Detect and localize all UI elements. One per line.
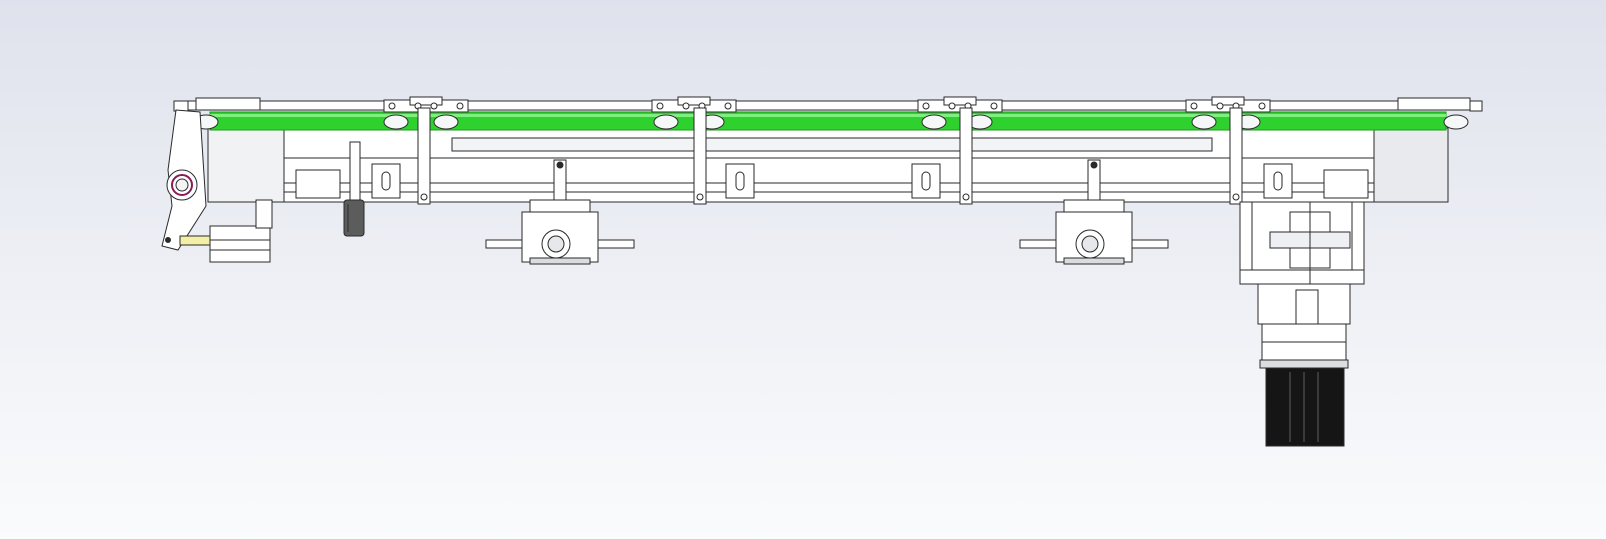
right-end-plate [1323, 169, 1369, 199]
left-rail-end [173, 100, 189, 112]
idler-roller-icon [921, 114, 947, 130]
post-bolt-icon [696, 193, 704, 201]
post-bolt-icon [962, 193, 970, 201]
knob-body [343, 199, 365, 237]
idler-roller-icon [383, 114, 409, 130]
clamp-bolt-icon [430, 102, 438, 110]
valve-fitting-left [1019, 239, 1057, 249]
indicator-ring-icon [171, 174, 193, 196]
servo-motor-icon [1259, 359, 1349, 447]
pivot-bolt-icon [165, 237, 171, 243]
clamp-bolt-icon [1258, 102, 1266, 110]
gearbox-lower [1261, 323, 1347, 363]
clamp-bolt-icon [990, 102, 998, 110]
sensor-mount [255, 199, 273, 229]
indicator-core-icon [175, 178, 189, 192]
clamp-bolt-icon [656, 102, 664, 110]
mounting-bracket [725, 163, 755, 199]
beam-slot [451, 137, 1213, 152]
post-body [417, 107, 431, 205]
post-body [693, 107, 707, 205]
gearbox-neck [1295, 289, 1319, 325]
belt-guide-clamp-icon [1185, 96, 1271, 113]
sensor-body [209, 225, 271, 263]
belt-tensioner [161, 109, 207, 251]
mounting-bracket [911, 163, 941, 199]
clamp-bolt-icon [1190, 102, 1198, 110]
adjustment-knob-icon [343, 141, 365, 237]
mounting-brackets [371, 163, 1293, 199]
left-end-plate [295, 169, 341, 199]
clamp-block [409, 96, 443, 106]
clamp-bolt-icon [682, 102, 690, 110]
right-end-block [1373, 127, 1449, 203]
bracket-slot [1273, 171, 1283, 191]
right-rail-cap [1397, 97, 1471, 111]
valve-port-core-icon [547, 235, 565, 253]
valve-base [1063, 257, 1125, 265]
support-post [417, 107, 431, 205]
bracket-slot [381, 171, 391, 191]
belt-highlight [210, 114, 1446, 117]
valve-fitting-left [485, 239, 523, 249]
valve-top-plate [529, 199, 591, 213]
valve-base [529, 257, 591, 265]
mounting-bracket [371, 163, 401, 199]
support-post [693, 107, 707, 205]
idler-roller-icon [1443, 114, 1469, 130]
belt-guide-clamp-icon [651, 96, 737, 113]
mounting-bracket [1263, 163, 1293, 199]
clamp-bolt-icon [948, 102, 956, 110]
drive-unit [1239, 201, 1365, 447]
left-end-block [207, 127, 285, 203]
valve-fitting-right [1131, 239, 1169, 249]
belt-guide-clamp-icon [917, 96, 1003, 113]
valve-top-plate [1063, 199, 1125, 213]
pneumatic-valve-block-icon [1019, 159, 1169, 265]
post-body [1229, 107, 1243, 205]
left-rail-cap [195, 97, 261, 111]
pneumatic-valve-blocks [485, 159, 1169, 265]
shaft-coupling-icon [1269, 202, 1351, 284]
post-body [959, 107, 973, 205]
valve-fitting-right [597, 239, 635, 249]
sensor-tip [179, 235, 211, 246]
knob-stem [349, 141, 361, 201]
hanger-bolt-icon [556, 161, 564, 169]
proximity-sensor-icon [179, 199, 273, 263]
pneumatic-valve-block-icon [485, 159, 635, 265]
bracket-slot [735, 171, 745, 191]
hanger-bolt-icon [1090, 161, 1098, 169]
idler-roller-icon [653, 114, 679, 130]
drive-base-plate [1239, 269, 1365, 285]
clamp-block [1211, 96, 1245, 106]
support-post [1229, 107, 1243, 205]
clamp-block [943, 96, 977, 106]
motor-flange [1259, 359, 1349, 369]
valve-port-core-icon [1081, 235, 1099, 253]
clamp-bolt-icon [1216, 102, 1224, 110]
bracket-plate [1263, 163, 1293, 199]
idler-rollers [193, 114, 1469, 130]
post-bolt-icon [420, 193, 428, 201]
right-rail-end [1469, 100, 1483, 112]
support-posts [417, 107, 1243, 205]
idler-roller-icon [433, 114, 459, 130]
bracket-slot [921, 171, 931, 191]
top-rail [177, 100, 1481, 111]
clamp-bolt-icon [724, 102, 732, 110]
clamp-block [677, 96, 711, 106]
idler-roller-icon [1191, 114, 1217, 130]
clamp-bolt-icon [456, 102, 464, 110]
clamp-bolt-icon [388, 102, 396, 110]
support-post [959, 107, 973, 205]
clamp-bolt-icon [922, 102, 930, 110]
post-bolt-icon [1232, 193, 1240, 201]
belt-guide-clamps [383, 96, 1271, 113]
